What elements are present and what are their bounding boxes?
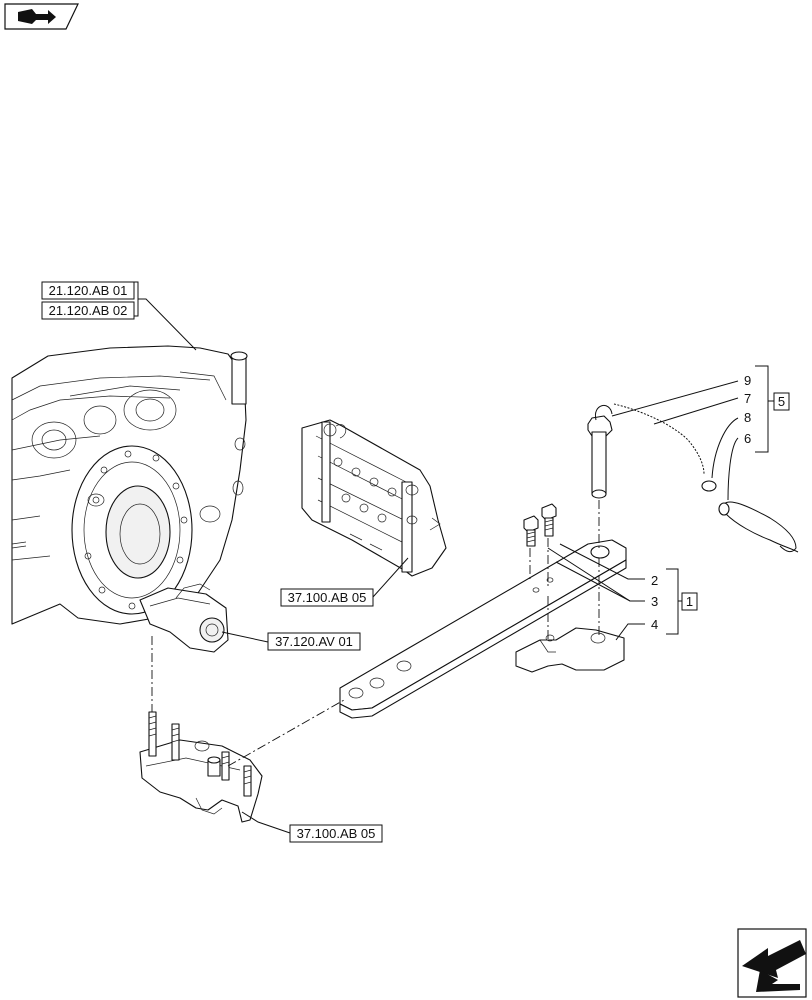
svg-text:37.120.AV 01: 37.120.AV 01 bbox=[275, 634, 353, 649]
ref-21-120-ab-01[interactable]: 21.120.AB 01 bbox=[41, 281, 135, 300]
centerline bbox=[227, 699, 345, 767]
clamp-plate bbox=[515, 627, 625, 673]
hair-pin bbox=[718, 501, 799, 553]
item-number-2: 2 bbox=[651, 573, 658, 588]
group-box-5[interactable]: 5 bbox=[773, 392, 790, 411]
svg-text:37.100.AB 05: 37.100.AB 05 bbox=[288, 590, 367, 605]
ref-37-100-ab-05-top[interactable]: 37.100.AB 05 bbox=[280, 588, 374, 607]
item-number-8: 8 bbox=[744, 410, 751, 425]
item-number-6: 6 bbox=[744, 431, 751, 446]
bolt-pair bbox=[523, 503, 557, 547]
drawbar-pin bbox=[587, 405, 613, 499]
next-page-arrow-icon[interactable] bbox=[737, 928, 807, 998]
svg-text:21.120.AB 02: 21.120.AB 02 bbox=[49, 303, 128, 318]
svg-text:1: 1 bbox=[686, 594, 693, 609]
svg-text:37.100.AB 05: 37.100.AB 05 bbox=[297, 826, 376, 841]
ref-37-120-av-01[interactable]: 37.120.AV 01 bbox=[267, 632, 361, 651]
ring bbox=[701, 480, 717, 492]
chain bbox=[613, 403, 705, 475]
leader-lines bbox=[134, 281, 774, 834]
group-box-1[interactable]: 1 bbox=[681, 592, 698, 611]
drawbar bbox=[339, 539, 627, 719]
ref-21-120-ab-02[interactable]: 21.120.AB 02 bbox=[41, 301, 135, 320]
item-number-3: 3 bbox=[651, 594, 658, 609]
item-number-4: 4 bbox=[651, 617, 658, 632]
hitch-bracket bbox=[301, 419, 447, 577]
mounting-plate bbox=[139, 711, 263, 823]
svg-text:5: 5 bbox=[778, 394, 785, 409]
transmission-housing bbox=[11, 345, 248, 653]
ref-37-100-ab-05-bottom[interactable]: 37.100.AB 05 bbox=[289, 824, 383, 843]
item-number-9: 9 bbox=[744, 373, 751, 388]
svg-text:21.120.AB 01: 21.120.AB 01 bbox=[49, 283, 128, 298]
item-number-7: 7 bbox=[744, 391, 751, 406]
book-next-icon[interactable] bbox=[4, 3, 79, 30]
